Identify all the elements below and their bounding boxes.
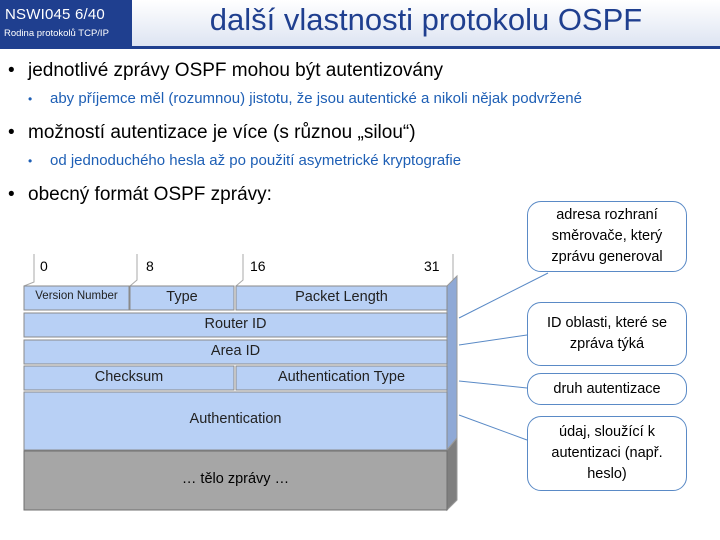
field-message-body	[23, 450, 448, 511]
bit-ruler	[23, 254, 454, 287]
bit-label-8: 8	[146, 258, 154, 274]
bit-label-0: 0	[40, 258, 48, 274]
course-badge: NSWI045 6/40 Rodina protokolů TCP/IP	[0, 0, 132, 46]
bullet-dot-icon: •	[28, 92, 33, 106]
bit-label-16: 16	[250, 258, 266, 274]
field-checksum	[23, 365, 235, 391]
bullet-dot-icon: •	[8, 60, 15, 81]
packet-length-label: Packet Length	[295, 289, 388, 305]
bullet-dot-icon: •	[8, 184, 15, 205]
checksum-label: Checksum	[94, 369, 164, 385]
area-id-label: Area ID	[210, 343, 261, 359]
body-side-face	[446, 436, 458, 512]
bit-label-31: 31	[424, 258, 440, 274]
message-body-label: … tělo zprávy …	[181, 471, 290, 487]
bullet-text: možností autentizace je více (s různou „…	[28, 122, 416, 143]
sub-bullet-item: • od jednoduchého hesla až po použití asy…	[28, 152, 461, 169]
bullet-text: aby příjemce měl (rozumnou) jistotu, že …	[50, 90, 582, 107]
callout-text: adresa rozhraní směrovače, který zprávu …	[551, 207, 663, 265]
version-number-label: Version Number	[35, 290, 118, 302]
course-subtitle: Rodina protokolů TCP/IP	[4, 28, 109, 39]
callout-text: druh autentizace	[553, 380, 661, 397]
callout-auth-data: údaj, sloužící k autentizaci (např. hesl…	[527, 416, 687, 491]
callout-router-address: adresa rozhraní směrovače, který zprávu …	[527, 201, 687, 272]
field-area-id	[23, 339, 448, 365]
callout-text: ID oblasti, které se zpráva týká	[546, 315, 668, 352]
bullet-text: obecný formát OSPF zprávy:	[28, 184, 272, 205]
bullet-item: • jednotlivé zprávy OSPF mohou být autent…	[8, 60, 443, 82]
callout-auth-type: druh autentizace	[527, 373, 687, 405]
router-id-label: Router ID	[204, 316, 267, 332]
field-authentication	[23, 391, 448, 451]
callout-text: údaj, sloužící k autentizaci (např. hesl…	[551, 424, 663, 482]
bullet-item: • obecný formát OSPF zprávy:	[8, 184, 272, 206]
field-authentication-type	[235, 365, 448, 391]
field-router-id	[23, 312, 448, 338]
field-packet-length	[235, 285, 448, 311]
title-band: další vlastnosti protokolu OSPF	[132, 0, 720, 46]
callout-area-id: ID oblasti, které se zpráva týká	[527, 302, 687, 366]
type-label: Type	[166, 289, 198, 305]
callout-connectors	[458, 272, 549, 441]
diagram-side-face	[446, 274, 458, 452]
authentication-label: Authentication	[189, 411, 282, 427]
bullet-dot-icon: •	[28, 154, 33, 168]
bullet-item: • možností autentizace je více (s různou …	[8, 122, 416, 144]
sub-bullet-item: • aby příjemce měl (rozumnou) jistotu, že…	[28, 90, 582, 107]
field-version-number	[23, 285, 130, 311]
header-divider	[0, 46, 720, 49]
bullet-dot-icon: •	[8, 122, 15, 143]
course-code: NSWI045 6/40	[5, 6, 105, 23]
field-type	[129, 285, 235, 311]
bullet-text: jednotlivé zprávy OSPF mohou být autenti…	[28, 60, 444, 81]
bullet-text: od jednoduchého hesla až po použití asym…	[50, 152, 462, 169]
page-title: další vlastnosti protokolu OSPF	[209, 2, 643, 37]
authentication-type-label: Authentication Type	[277, 369, 406, 385]
